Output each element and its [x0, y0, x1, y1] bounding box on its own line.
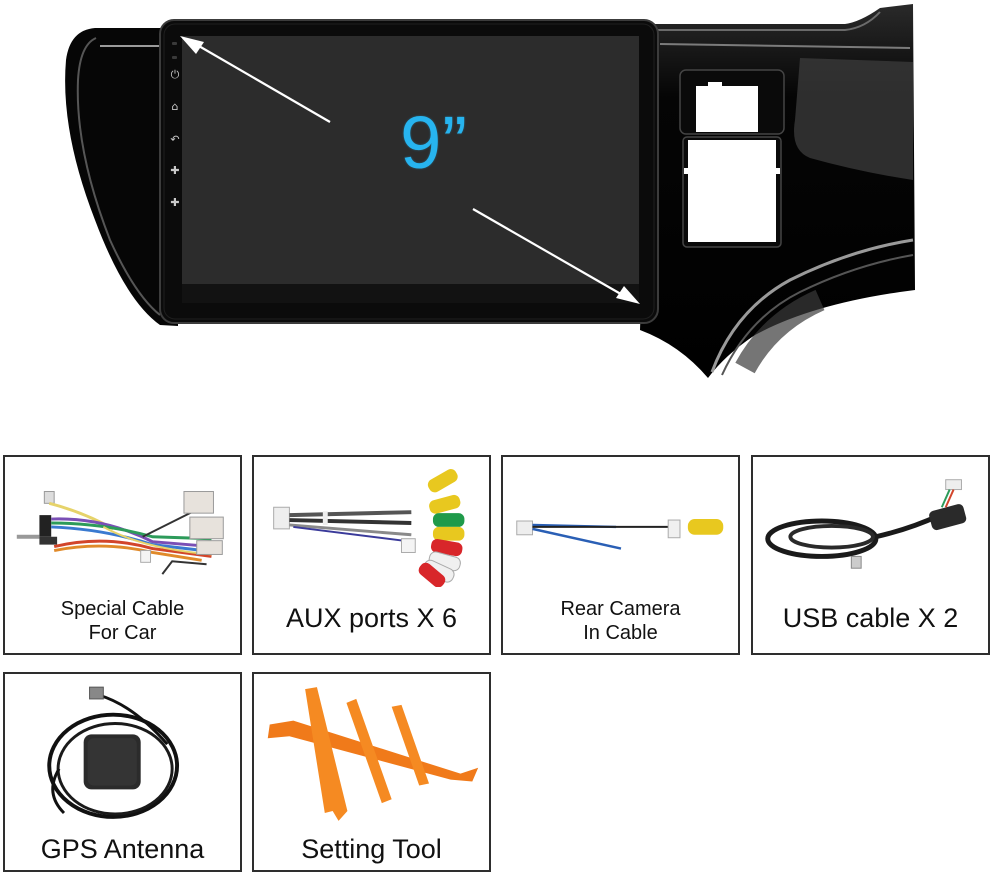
caption-line-2: For Car	[88, 622, 157, 644]
accessory-gps-antenna: GPS Antenna	[3, 672, 242, 872]
gps-antenna-image	[47, 686, 180, 819]
rear-camera-cable-image	[516, 519, 724, 550]
accessory-caption: Rear Camera In Cable	[503, 597, 738, 645]
accessory-caption: Setting Tool	[301, 834, 442, 864]
volume-down-icon[interactable]: ✚	[170, 196, 180, 209]
screen-size-label: 9”	[400, 101, 468, 184]
caption-line-1: Rear Camera	[560, 598, 681, 620]
caption-line-1: Special Cable	[60, 598, 185, 620]
volume-up-icon[interactable]: ✚	[170, 164, 180, 177]
wiring-harness-image	[16, 491, 224, 575]
accessory-aux-ports: AUX ports X 6	[252, 455, 491, 655]
usb-cable-image	[765, 479, 967, 569]
accessory-special-cable: Special Cable For Car	[3, 455, 242, 655]
pry-tools-image	[267, 687, 479, 821]
accessory-setting-tool: Setting Tool	[252, 672, 491, 872]
accessory-caption: Special Cable For Car	[5, 597, 240, 645]
accessory-caption: USB cable X 2	[782, 603, 959, 633]
back-icon[interactable]: ↶	[170, 133, 180, 146]
accessory-rear-camera-cable: Rear Camera In Cable	[501, 455, 740, 655]
accessory-usb-cable: USB cable X 2	[751, 455, 990, 655]
reset-indicator	[172, 56, 177, 59]
rca-cable-image	[273, 469, 465, 587]
accessory-caption: AUX ports X 6	[285, 603, 458, 633]
caption-line-2: In Cable	[583, 622, 658, 644]
mic-indicator	[172, 42, 177, 45]
power-icon[interactable]: ⏻	[170, 68, 180, 81]
accessory-caption: GPS Antenna	[40, 834, 205, 864]
dash-panel-illustration	[65, 4, 915, 378]
head-unit-product-image: ⏻ ⌂ ↶ ✚ ✚ 9”	[0, 0, 993, 400]
home-icon[interactable]: ⌂	[171, 100, 179, 113]
